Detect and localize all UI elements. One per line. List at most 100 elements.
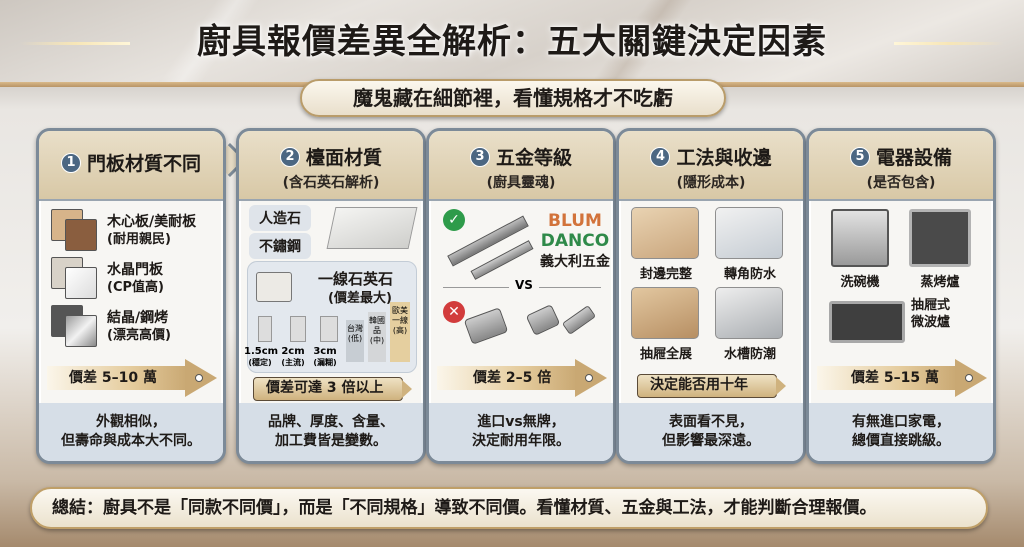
thickness-note: (漏糊) [313, 358, 337, 367]
origin-level: (中) [369, 336, 385, 345]
footer-line: 表面看不見， [669, 414, 753, 430]
material-label: 人造石 [249, 205, 311, 231]
thickness-size: 2cm [281, 346, 305, 357]
drawer-extension-image [631, 287, 699, 339]
thickness-size: 1.5cm [244, 346, 279, 357]
list-item: 木心板/美耐板(耐用親民) [51, 209, 196, 253]
check-icon: ✓ [443, 209, 465, 231]
durability-tag: 決定能否用十年 [637, 374, 786, 398]
brand-list: BLUM DANCO 義大利五金 [537, 211, 613, 271]
card-title: 電器設備 [875, 147, 952, 169]
brand-blum: BLUM [548, 211, 602, 231]
price-diff-label: 價差 5–15 萬 [851, 370, 939, 386]
card-title: 工法與收邊 [676, 147, 772, 169]
number-badge: 1 [60, 152, 81, 173]
corner-waterproof-image [715, 207, 783, 259]
origin-level: (低) [347, 334, 363, 343]
card-footer: 進口vs無牌， 決定耐用年限。 [429, 403, 613, 461]
card-title: 門板材質不同 [86, 153, 201, 175]
price-diff-label: 價差可達 3 倍以上 [266, 380, 384, 396]
hinge-icon [463, 307, 509, 345]
origin-name: 歐美一線 [392, 306, 408, 325]
slab-medium-icon [290, 316, 306, 342]
dishwasher-icon [831, 209, 889, 267]
card-subtitle: (含石英石解析) [282, 175, 380, 191]
hinge-icon [561, 305, 597, 335]
list-item: 結晶/鋼烤 (漂亮高價) [51, 305, 171, 349]
brand-danco: DANCO [540, 231, 610, 251]
footer-line: 但壽命與成本大不同。 [61, 433, 201, 449]
thickness-labels: 1.5cm(穩定) 2cm(主流) 3cm(漏糊) [244, 346, 340, 368]
origin-name: 台灣 [347, 324, 363, 333]
origin-level: (高) [392, 326, 408, 335]
item-note: (漂亮高價) [107, 328, 171, 343]
footer-line: 決定耐用年限。 [472, 433, 570, 449]
origin-column-high: 歐美一線(高) [390, 302, 410, 362]
origin-column-mid: 韓國品(中) [368, 312, 386, 362]
tile-caption: 轉角防水 [723, 267, 776, 282]
slab-thick-icon [320, 316, 338, 342]
card-subtitle: (是否包含) [866, 175, 936, 191]
appliance-label-line: 微波爐 [911, 315, 951, 330]
edge-banding-image [631, 207, 699, 259]
footer-line: 外觀相似， [96, 414, 166, 430]
glossy-panel-swatch-icon [51, 305, 99, 349]
thickness-note: (主流) [281, 358, 305, 367]
crystal-panel-swatch-icon [51, 257, 99, 301]
number-badge: 2 [279, 146, 300, 167]
price-diff-arrow: 價差 2–5 倍 [437, 359, 607, 397]
title-decoration-right [894, 42, 1004, 45]
card-footer: 品牌、厚度、含量、 加工費皆是變數。 [239, 403, 423, 461]
magnifier-icon [256, 272, 292, 302]
thickness-note: (穩定) [248, 358, 272, 367]
title-decoration-left [20, 42, 130, 45]
thickness-size: 3cm [313, 346, 337, 357]
price-diff-arrow: 價差 5–10 萬 [47, 359, 217, 397]
footer-line: 但影響最深遠。 [662, 433, 760, 449]
card-footer: 有無進口家電， 總價直接跳級。 [809, 403, 993, 461]
card-title: 檯面材質 [305, 147, 382, 169]
item-label: 結晶/鋼烤 [107, 310, 169, 326]
appliance-label-line: 抽屜式 [911, 298, 951, 313]
header: 廚具報價差異全解析：五大關鍵決定因素 [0, 14, 1024, 63]
number-badge: 4 [650, 146, 671, 167]
item-note: (CP值高) [107, 280, 164, 295]
quartz-note: (價差最大) [328, 291, 392, 306]
item-label: 木心板/美耐板 [107, 214, 197, 230]
number-badge: 5 [849, 146, 870, 167]
footer-line: 加工費皆是變數。 [275, 433, 387, 449]
tile-caption: 封邊完整 [639, 267, 692, 282]
price-diff-arrow: 價差 5–15 萬 [817, 359, 987, 397]
list-item: 水晶門板 (CP值高) [51, 257, 164, 301]
marble-background [0, 0, 1024, 82]
tile-caption: 水槽防潮 [723, 347, 776, 362]
card-title: 五金等級 [495, 147, 572, 169]
steam-oven-icon [909, 209, 971, 267]
appliance-label: 抽屜式 微波爐 [911, 297, 967, 331]
card-footer: 表面看不見， 但影響最深遠。 [619, 403, 803, 461]
cross-icon: ✕ [443, 301, 465, 323]
hinge-icon [525, 304, 561, 336]
sink-moisture-image [715, 287, 783, 339]
card-subtitle: (廚具靈魂) [486, 175, 556, 191]
vs-label: VS [509, 278, 539, 292]
price-diff-label: 價差 5–10 萬 [69, 370, 157, 386]
appliance-label: 蒸烤爐 [920, 275, 960, 290]
microwave-icon [829, 301, 905, 343]
appliance-label: 洗碗機 [840, 275, 880, 290]
card-footer: 外觀相似， 但壽命與成本大不同。 [39, 403, 223, 461]
slab-thin-icon [258, 316, 272, 342]
durability-label: 決定能否用十年 [650, 377, 748, 393]
footer-line: 品牌、厚度、含量、 [268, 414, 394, 430]
price-diff-label: 價差 2–5 倍 [473, 370, 552, 386]
item-label: 水晶門板 [107, 262, 163, 278]
footer-line: 有無進口家電， [852, 414, 950, 430]
summary-banner: 總結：廚具不是「同款不同價」，而是「不同規格」導致不同價。看懂材質、五金與工法，… [30, 487, 988, 529]
